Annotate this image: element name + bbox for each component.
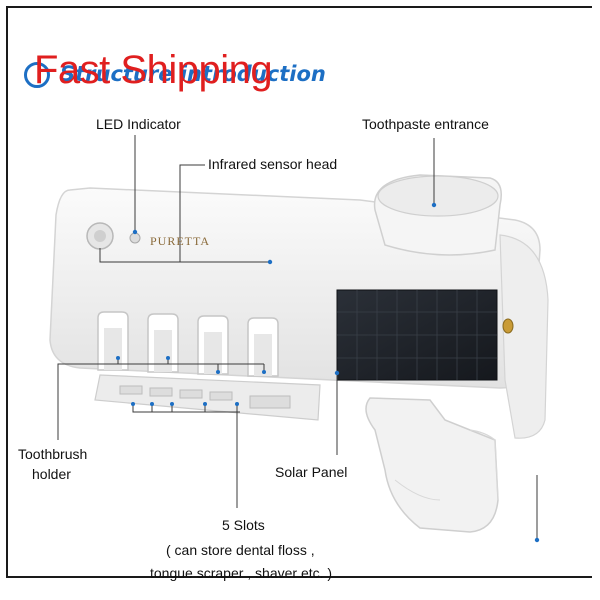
image-frame-bottom xyxy=(6,576,592,578)
callout-infrared-sensor: Infrared sensor head xyxy=(208,156,338,172)
callout-toothpaste-entrance: Toothpaste entrance xyxy=(362,116,489,132)
callout-toothbrush-holder-line2: holder xyxy=(32,466,71,482)
callout-slots-line1: 5 Slots xyxy=(222,517,265,533)
section-title: Structure introduction xyxy=(60,62,326,86)
callout-slots-line3: tongue scraper , shaver etc. ) xyxy=(150,565,333,581)
brand-label: PURETTA xyxy=(150,234,211,248)
callout-slots-line2: ( can store dental floss , xyxy=(166,542,315,558)
callout-solar-panel: Solar Panel xyxy=(275,464,348,480)
callout-toothbrush-holder-line1: Toothbrush xyxy=(18,446,88,462)
fast-shipping-watermark: Fast Shipping xyxy=(34,48,273,92)
callout-led-indicator: LED Indicator xyxy=(96,116,181,132)
header-circle-icon xyxy=(24,62,50,88)
